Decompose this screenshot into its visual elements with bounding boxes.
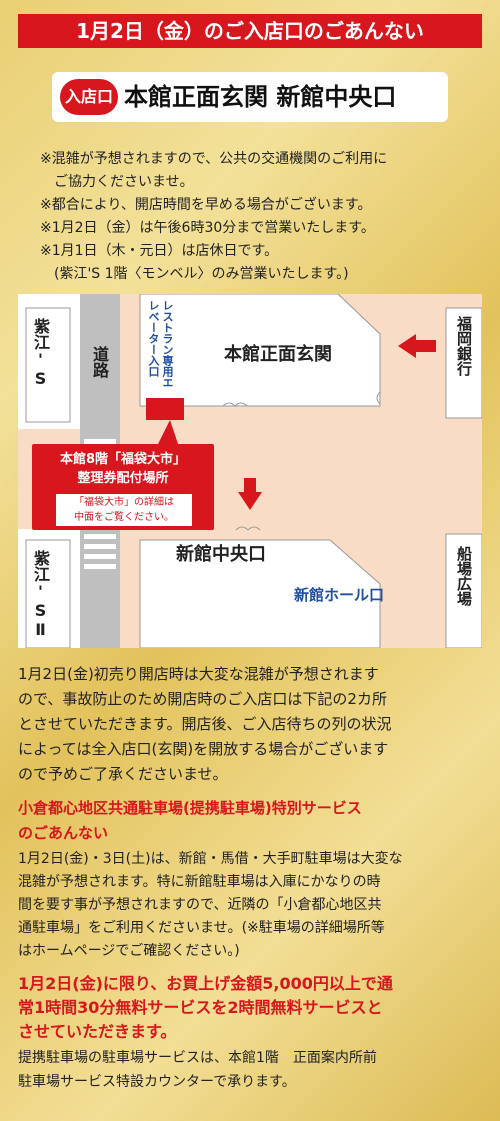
store-map: 紫江'S 紫江'SⅡ 道路 レストラン専用エレベーター入口 本館正面玄関 福岡銀… (18, 294, 482, 648)
shikou-s2-building (25, 539, 71, 648)
note-line: (紫江'S 1階〈モンベル〉のみ営業いたします。) (40, 266, 349, 282)
ticket-line-1: 本館8階「福袋大市」 (59, 452, 187, 467)
intro-paragraph: 1月2日(金)初売り開店時は大変な混雑が予想されます ので、事故防止のため開店時… (18, 662, 484, 787)
entry-badge: 入店口 (60, 79, 118, 115)
parking-heading-line-1: 小倉都心地区共通駐車場(提携駐車場)特別サービス (18, 799, 362, 817)
note-line: ※混雑が予想されますので、公共の交通機関のご利用に (40, 151, 388, 167)
text-line: によっては全入店口(玄関)を開放する場合がございます (18, 740, 389, 758)
door-marks (222, 391, 381, 531)
text-line: 提携駐車場の駐車場サービスは、本館1階 正面案内所前 (18, 1050, 377, 1066)
highlight-line: 常1時間30分無料サービスを2時間無料サービスと (18, 998, 383, 1017)
highlight-line: させていただきます。 (18, 1022, 177, 1041)
fukuoka-bank-building (445, 307, 482, 419)
parking-heading: 小倉都心地区共通駐車場(提携駐車場)特別サービス のごあんない (18, 796, 484, 846)
notes-list: ※混雑が予想されますので、公共の交通機関のご利用に ご協力くださいませ。 ※都合… (40, 148, 480, 286)
entry-text: 本館正面玄関 新館中央口 (124, 83, 397, 111)
page-title: 1月2日（金）のご入店口のごあんない (18, 14, 482, 48)
elevator-entrance-marker (146, 398, 184, 420)
text-line: 駐車場サービス特設カウンターで承ります。 (18, 1074, 296, 1090)
note-line: ※1月1日（木・元日）は店休日です。 (40, 243, 279, 259)
main-entrance-label: 本館正面玄関 (224, 344, 332, 365)
main-entrance-arrow-icon (398, 334, 436, 358)
parking-footer: 提携駐車場の駐車場サービスは、本館1階 正面案内所前 駐車場サービス特設カウンタ… (18, 1046, 484, 1094)
parking-highlight: 1月2日(金)に限り、お買上げ金額5,000円以上で通 常1時間30分無料サービ… (18, 972, 484, 1044)
text-line: とさせていただきます。開店後、ご入店待ちの列の状況 (18, 715, 392, 733)
note-line: ※都合により、開店時間を早める場合がございます。 (40, 197, 372, 213)
text-line: ので予めご了承くださいませ。 (18, 765, 228, 783)
note-line: ※1月2日（金）は午後6時30分まで営業いたします。 (40, 220, 375, 236)
parking-paragraph: 1月2日(金)・3日(土)は、新館・馬借・大手町駐車場は大変な 混雑が予想されま… (18, 848, 484, 963)
parking-heading-line-2: のごあんない (18, 824, 109, 842)
ticket-note-line-2: 中面をご覧ください。 (74, 512, 174, 523)
entry-box (52, 72, 448, 122)
shikou-s2-label: 紫江'SⅡ (31, 550, 50, 639)
main-building (139, 294, 381, 407)
ticket-line-2: 整理券配付場所 (77, 471, 169, 486)
map-drawing (18, 294, 482, 648)
shin-hall-label: 新館ホール口 (294, 586, 385, 604)
shikou-s-building (25, 307, 71, 423)
ticket-callout-pointer (158, 420, 178, 444)
ticket-callout-text: 本館8階「福袋大市」 整理券配付場所 (32, 450, 214, 488)
text-line: 間を要す事が予想されますので、近隣の「小倉都心地区共 (18, 897, 382, 913)
restaurant-elevator-label: レストラン専用エレベーター入口 (147, 300, 174, 388)
fukuoka-bank-label: 福岡銀行 (455, 316, 473, 376)
text-line: はホームページでご確認ください。) (18, 943, 240, 959)
note-line: ご協力くださいませ。 (40, 174, 194, 190)
road-label: 道路 (90, 346, 109, 378)
text-line: 1月2日(金)初売り開店時は大変な混雑が予想されます (18, 665, 379, 683)
central-entrance-arrow-icon (238, 478, 262, 510)
ticket-callout-note: 「福袋大市」の詳細は 中面をご覧ください。 (56, 495, 192, 525)
new-building (139, 539, 381, 648)
text-line: 1月2日(金)・3日(土)は、新館・馬借・大手町駐車場は大変な (18, 851, 403, 867)
text-line: ので、事故防止のため開店時のご入店口は下記の2カ所 (18, 690, 387, 708)
highlight-line: 1月2日(金)に限り、お買上げ金額5,000円以上で通 (18, 974, 393, 993)
shikou-s-label: 紫江'S (31, 318, 50, 388)
funaba-label: 船場広場 (455, 546, 473, 606)
funaba-building (445, 533, 482, 648)
ticket-note-line-1: 「福袋大市」の詳細は (74, 497, 174, 508)
text-line: 混雑が予想されます。特に新館駐車場は入庫にかなりの時 (18, 874, 381, 890)
ticket-callout-inner (56, 494, 192, 526)
text-line: 通駐車場」をご利用くださいませ。(※駐車場の詳細場所等 (18, 920, 385, 936)
shin-central-label: 新館中央口 (176, 544, 266, 565)
